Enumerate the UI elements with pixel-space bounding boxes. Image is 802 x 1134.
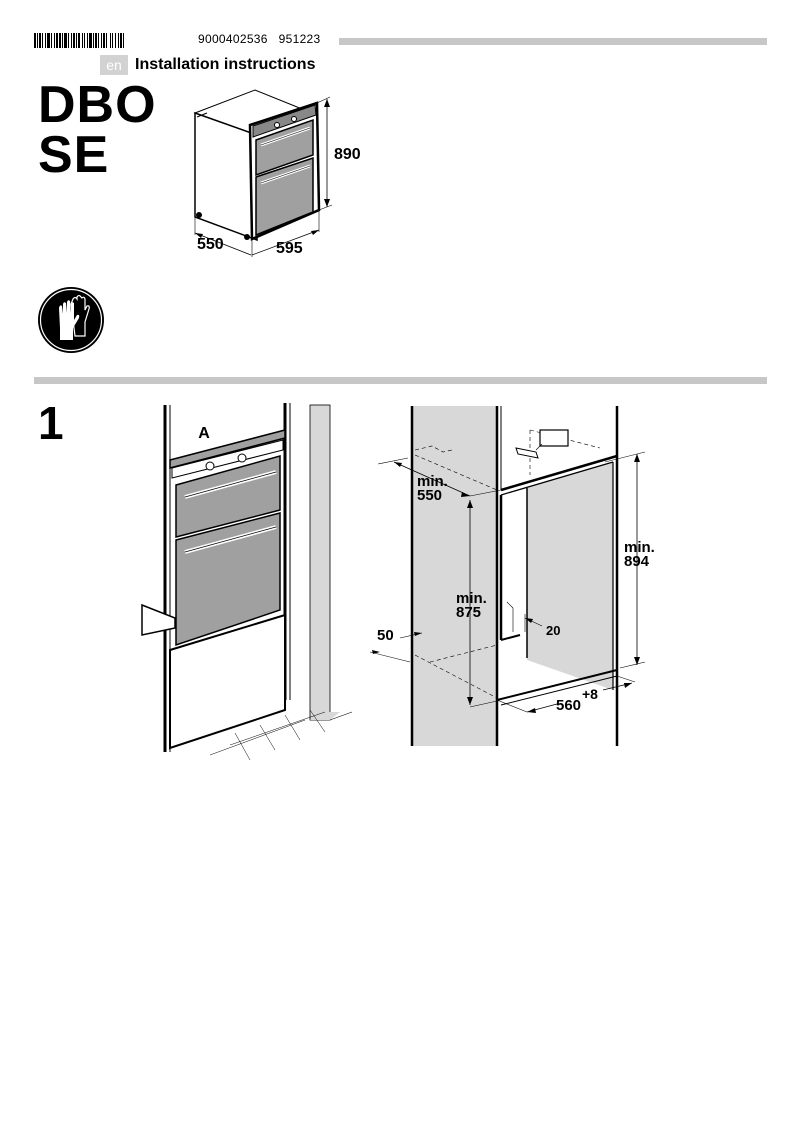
model-line-1: DBO bbox=[38, 76, 157, 134]
niche-depth-label: min. 550 bbox=[417, 473, 448, 504]
niche-height-value: 875 bbox=[456, 604, 482, 621]
document-number: 9000402536 951223 bbox=[198, 32, 321, 46]
language-badge: en bbox=[100, 55, 128, 75]
date-code: 951223 bbox=[278, 32, 321, 46]
niche-height-label: min. 875 bbox=[456, 590, 487, 621]
appliance-width: 595 bbox=[276, 240, 303, 257]
appliance-height: 890 bbox=[334, 146, 361, 163]
niche-total-height-prefix: min. bbox=[624, 539, 655, 556]
appliance-depth: 550 bbox=[197, 236, 224, 253]
step-number: 1 bbox=[38, 397, 64, 449]
document-number-value: 9000402536 bbox=[198, 32, 268, 46]
model-name: DBO SE bbox=[38, 76, 157, 184]
installed-oven-illustration bbox=[141, 403, 353, 760]
niche-height-prefix: min. bbox=[456, 590, 487, 607]
niche-total-height-value: 894 bbox=[624, 553, 650, 570]
document-title: Installation instructions bbox=[135, 56, 316, 73]
niche-total-height-label: min. 894 bbox=[624, 539, 655, 570]
bracket-label-a: A bbox=[198, 425, 210, 442]
niche-width-tolerance: +8 bbox=[582, 686, 598, 702]
header-rule bbox=[339, 38, 767, 45]
model-line-2: SE bbox=[38, 126, 110, 184]
niche-depth-value: 550 bbox=[417, 487, 443, 504]
vent-gap-value: 50 bbox=[377, 627, 394, 644]
side-gap-value: 20 bbox=[546, 623, 561, 638]
niche-width-value: 560 bbox=[556, 697, 582, 714]
barcode bbox=[34, 33, 184, 48]
niche-depth-prefix: min. bbox=[417, 473, 448, 490]
niche-dimension-drawing bbox=[370, 406, 646, 746]
section-divider bbox=[34, 377, 767, 384]
protective-gloves-icon bbox=[36, 285, 106, 355]
appliance-dimension-drawing bbox=[193, 89, 333, 257]
